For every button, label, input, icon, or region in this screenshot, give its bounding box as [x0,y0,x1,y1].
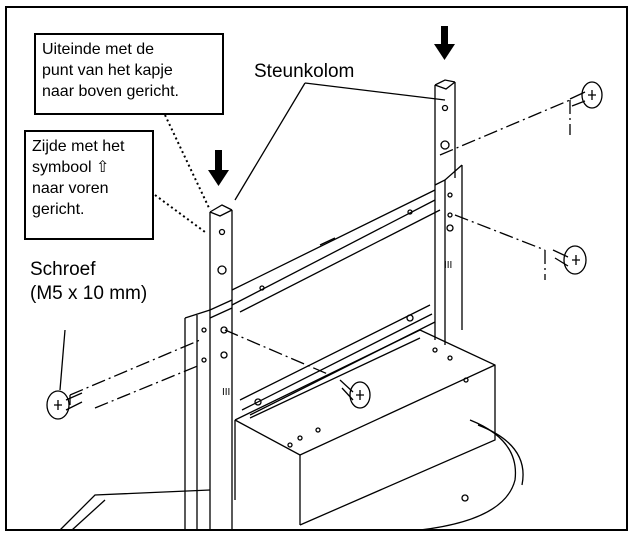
label-support-column: Steunkolom [254,61,355,82]
down-arrow-icon [434,26,455,60]
callout-symbol-forward: Zijde met het symbool ⇧ naar voren geric… [24,130,154,240]
svg-text:III: III [444,260,452,271]
screw-icon [552,245,587,275]
base-board [59,489,211,531]
label-screw: Schroef (M5 x 10 mm) [30,259,148,304]
lower-rail [239,304,436,416]
svg-text:III: III [222,387,230,398]
right-upright: III [434,164,463,345]
screw-icon [339,379,371,409]
screw-icon [46,390,83,420]
base-curve [419,419,517,531]
guide-lines [69,99,571,409]
leader-lines [59,82,446,391]
down-arrow-icon [208,150,229,186]
dotted-leaders [154,114,211,233]
left-upright: III [184,299,233,530]
left-support-column [209,204,233,310]
top-rail [231,189,441,313]
screw-icon [569,81,603,109]
box-unit [234,329,496,526]
right-support-column [434,79,456,185]
callout-tip-up: Uiteinde met de punt van het kapje naar … [34,33,224,115]
